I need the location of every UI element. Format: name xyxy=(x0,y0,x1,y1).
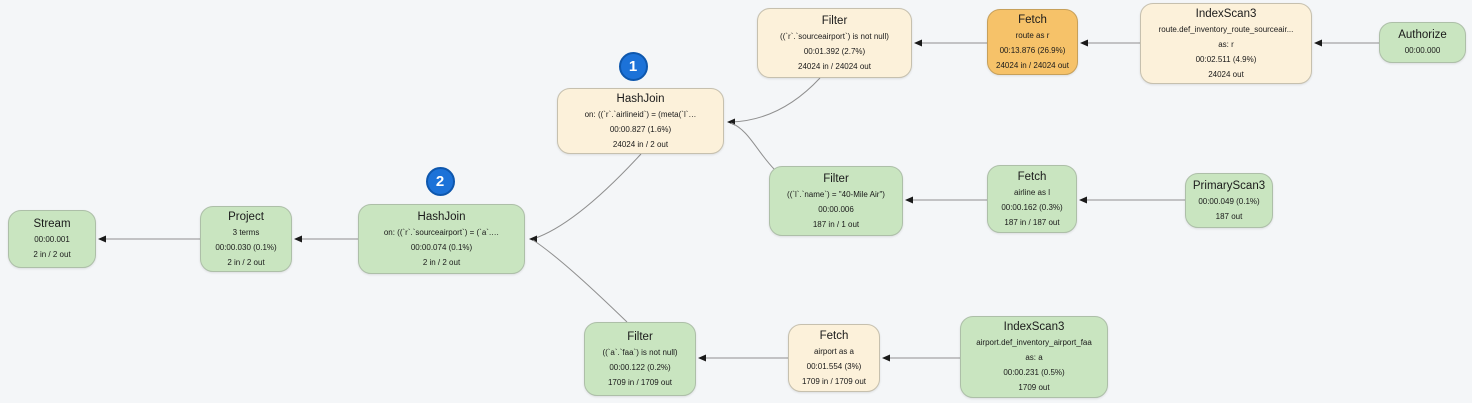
node-detail-line: 187 out xyxy=(1215,211,1243,221)
node-detail-line: 2 in / 2 out xyxy=(422,257,461,267)
node-stream[interactable]: Stream 00:00.001 2 in / 2 out xyxy=(8,210,96,268)
node-detail-line: 24024 in / 2 out xyxy=(612,139,669,149)
node-title: Authorize xyxy=(1398,29,1447,41)
node-detail-line: ((`a`.`faa`) is not null) xyxy=(602,347,678,357)
node-indexscan-route[interactable]: IndexScan3 route.def_inventory_route_sour… xyxy=(1140,3,1312,84)
node-detail-line: 00:01.392 (2.7%) xyxy=(803,46,866,56)
node-detail-line: 00:01.554 (3%) xyxy=(806,361,862,371)
node-detail-line: 00:00.001 xyxy=(34,235,70,244)
join-order-badge-1: 1 xyxy=(618,51,648,81)
node-detail-line: 00:13.876 (26.9%) xyxy=(999,45,1066,55)
arrowhead-icon xyxy=(882,354,890,362)
node-detail-line: 2 in / 2 out xyxy=(227,257,265,267)
node-title: IndexScan3 xyxy=(1003,321,1065,333)
node-detail-line: 00:00.162 (0.3%) xyxy=(1001,202,1063,212)
arrowhead-icon xyxy=(914,39,922,47)
node-title: Filter xyxy=(821,14,848,27)
node-title: Filter xyxy=(627,330,653,343)
node-detail-line: airline as l xyxy=(1013,187,1050,197)
node-primaryscan-airline[interactable]: PrimaryScan3 00:00.049 (0.1%) 187 out xyxy=(1185,173,1273,228)
arrowhead-icon xyxy=(698,354,706,362)
node-detail-line: airport.def_inventory_airport_faa xyxy=(976,338,1092,347)
join-order-badge-2: 2 xyxy=(425,166,455,196)
arrowhead-icon xyxy=(294,235,302,243)
node-detail-line: 00:02.511 (4.9%) xyxy=(1195,54,1257,64)
node-detail-line: 00:00.231 (0.5%) xyxy=(1003,368,1065,377)
node-detail-line: 187 in / 187 out xyxy=(1004,217,1060,227)
node-detail-line: 3 terms xyxy=(232,227,260,237)
edge-filter-route-to-hashjoin-1 xyxy=(730,77,821,123)
node-title: Project xyxy=(228,210,264,223)
node-detail-line: 24024 out xyxy=(1208,69,1244,79)
node-fetch-route[interactable]: Fetch route as r 00:13.876 (26.9%) 24024 in… xyxy=(987,9,1078,75)
node-title: Fetch xyxy=(1017,170,1047,183)
node-detail-line: route as r xyxy=(1015,30,1050,40)
arrowhead-icon xyxy=(905,196,913,204)
node-detail-line: ((`l`.`name`) = "40-Mile Air") xyxy=(787,189,885,199)
node-detail-line: as: a xyxy=(1025,353,1043,362)
node-filter-airline[interactable]: Filter ((`l`.`name`) = "40-Mile Air") 00:0… xyxy=(769,166,903,236)
arrowhead-icon xyxy=(1080,39,1088,47)
node-detail-line: 187 in / 1 out xyxy=(812,219,860,229)
edge-hashjoin-1-to-hashjoin-2 xyxy=(532,153,642,240)
node-detail-line: 00:00.030 (0.1%) xyxy=(215,242,277,252)
arrowhead-icon xyxy=(1314,39,1322,47)
node-fetch-airline[interactable]: Fetch airline as l 00:00.162 (0.3%) 187 in … xyxy=(987,165,1077,233)
node-filter-airport[interactable]: Filter ((`a`.`faa`) is not null) 00:00.122… xyxy=(584,322,696,396)
node-hashjoin-2[interactable]: HashJoin on: ((`r`.`sourceairport`) = (`a… xyxy=(358,204,525,274)
node-detail-line: 24024 in / 24024 out xyxy=(798,61,871,71)
node-detail-line: 00:00.000 xyxy=(1404,46,1441,55)
node-title: IndexScan3 xyxy=(1195,7,1257,20)
node-filter-route[interactable]: Filter ((`r`.`sourceairport`) is not null… xyxy=(757,8,912,78)
node-detail-line: 00:00.049 (0.1%) xyxy=(1198,196,1260,206)
edge-filter-airline-to-hashjoin-1 xyxy=(730,122,776,171)
node-detail-line: ((`r`.`sourceairport`) is not null) xyxy=(780,31,889,41)
node-detail-line: 00:00.122 (0.2%) xyxy=(609,362,671,372)
node-fetch-airport[interactable]: Fetch airport as a 00:01.554 (3%) 1709 in /… xyxy=(788,324,880,392)
node-detail-line: route.def_inventory_route_sourceair... xyxy=(1158,24,1294,34)
node-title: Stream xyxy=(33,218,71,230)
node-detail-line: 00:00.827 (1.6%) xyxy=(609,124,672,134)
arrowhead-icon xyxy=(1079,196,1087,204)
node-detail-line: 1709 in / 1709 out xyxy=(801,376,867,386)
node-detail-line: 24024 in / 24024 out xyxy=(996,60,1069,70)
node-detail-line: 00:00.074 (0.1%) xyxy=(410,242,473,252)
node-detail-line: as: r xyxy=(1218,39,1234,49)
node-detail-line: 2 in / 2 out xyxy=(33,250,71,259)
node-project[interactable]: Project 3 terms 00:00.030 (0.1%) 2 in / 2 o… xyxy=(200,206,292,272)
node-title: PrimaryScan3 xyxy=(1192,179,1266,192)
node-detail-line: on: ((`r`.`sourceairport`) = (`a`.… xyxy=(383,227,500,237)
node-title: Fetch xyxy=(1018,13,1047,26)
arrowhead-icon xyxy=(98,235,106,243)
node-hashjoin-1[interactable]: HashJoin on: ((`r`.`airlineid`) = (meta(`… xyxy=(557,88,724,154)
node-title: HashJoin xyxy=(616,92,665,105)
node-detail-line: 1709 out xyxy=(1018,383,1050,392)
node-authorize[interactable]: Authorize 00:00.000 xyxy=(1379,22,1466,63)
node-title: HashJoin xyxy=(417,210,466,223)
edge-filter-airport-to-hashjoin-2 xyxy=(532,239,628,323)
node-detail-line: 1709 in / 1709 out xyxy=(607,377,673,387)
node-title: Fetch xyxy=(819,329,849,342)
node-indexscan-airport[interactable]: IndexScan3 airport.def_inventory_airport_… xyxy=(960,316,1108,398)
node-detail-line: airport as a xyxy=(813,346,855,356)
node-detail-line: on: ((`r`.`airlineid`) = (meta(`l`… xyxy=(584,109,697,119)
node-title: Filter xyxy=(823,172,849,185)
node-detail-line: 00:00.006 xyxy=(818,204,854,214)
